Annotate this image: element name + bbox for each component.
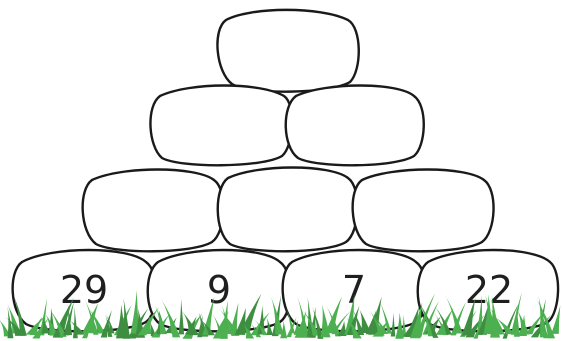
stone-row-4 (217, 10, 358, 92)
stone-row2-right[interactable] (353, 170, 494, 252)
stone-top[interactable] (217, 10, 358, 92)
stone-row2-middle[interactable] (218, 168, 358, 252)
stone-row3-right[interactable] (286, 86, 424, 166)
stone-row3-left[interactable] (150, 86, 292, 166)
stone-bottom-1-value: 29 (60, 268, 108, 312)
stone-bottom-2[interactable]: 9 (148, 250, 291, 331)
stone-row2-left[interactable] (83, 170, 224, 252)
stone-row-3 (150, 86, 423, 166)
stone-row-2 (83, 168, 494, 252)
stone-bottom-3-value: 7 (342, 268, 366, 312)
